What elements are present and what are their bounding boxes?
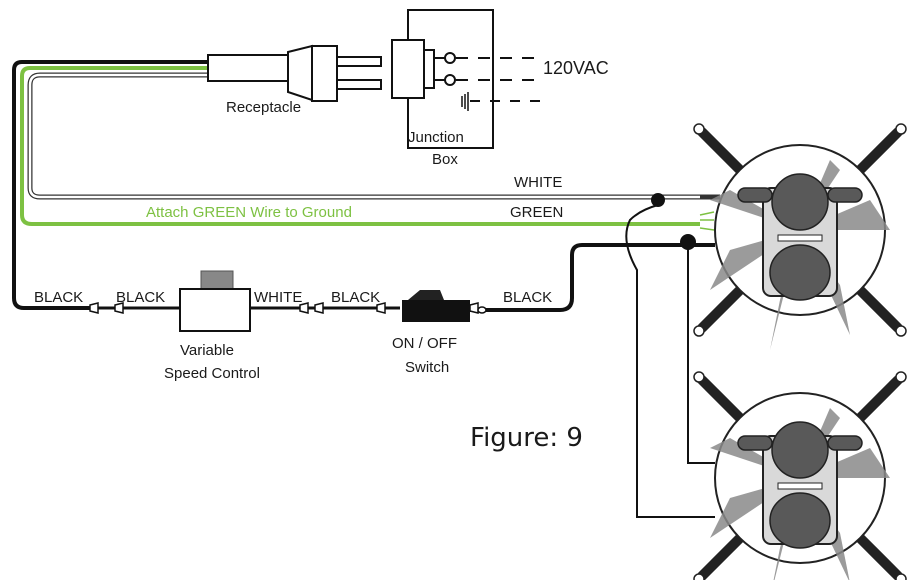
white-splice <box>651 193 665 207</box>
white-wire <box>30 75 720 197</box>
black-label-1: BLACK <box>34 289 83 306</box>
white-wire-label: WHITE <box>514 174 562 191</box>
plug-icon <box>208 46 381 101</box>
receptacle-label: Receptacle <box>226 99 301 116</box>
junction-box-label-line1: Junction <box>408 129 464 146</box>
green-wire <box>22 68 700 224</box>
switch-label-line1: ON / OFF <box>392 335 457 352</box>
black-wire-main <box>14 62 210 308</box>
switch <box>402 290 470 322</box>
black-label-4: BLACK <box>503 289 552 306</box>
fan-icon-bottom <box>694 372 906 580</box>
speed-control-label-line2: Speed Control <box>164 365 260 382</box>
speed-control <box>180 271 250 331</box>
junction-box-label-line2: Box <box>432 151 458 168</box>
voltage-label: 120VAC <box>543 58 609 78</box>
fan-icon-top <box>694 124 906 350</box>
green-wire-label: GREEN <box>510 204 563 221</box>
white-label-2: WHITE <box>254 289 302 306</box>
black-label-3: BLACK <box>331 289 380 306</box>
switch-label-line2: Switch <box>405 359 449 376</box>
junction-box <box>392 10 545 148</box>
speed-control-label-line1: Variable <box>180 342 234 359</box>
black-label-2: BLACK <box>116 289 165 306</box>
figure-label: Figure: 9 <box>470 423 583 453</box>
green-instruction-label: Attach GREEN Wire to Ground <box>146 204 352 221</box>
